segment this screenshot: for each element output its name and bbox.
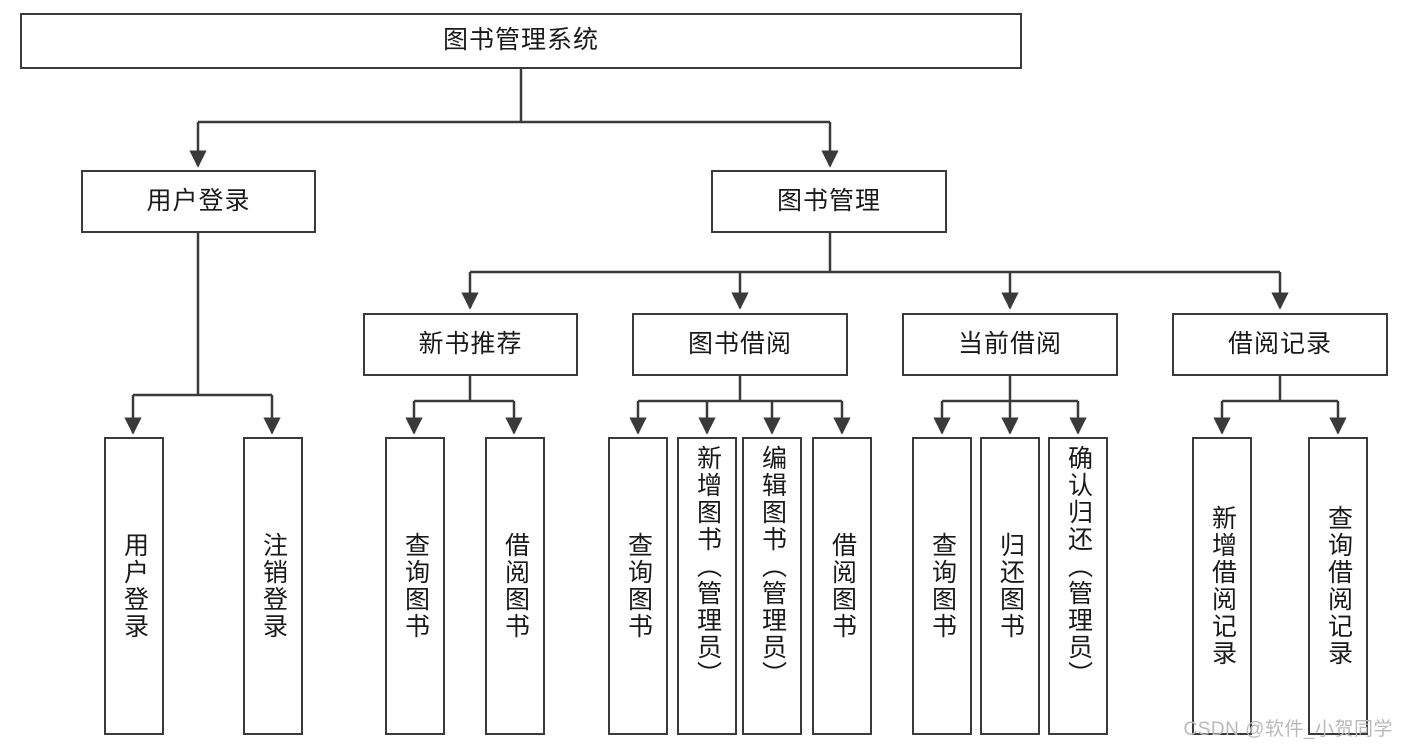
- node-label: 当前借阅: [957, 329, 1062, 358]
- node-leaf-add-borrow-record[interactable]: 新增借阅记录: [1192, 437, 1252, 735]
- node-label: 查询图书: [624, 532, 653, 640]
- node-leaf-borrow-book-bb[interactable]: 借阅图书: [812, 437, 872, 735]
- node-borrow-record[interactable]: 借阅记录: [1172, 313, 1388, 376]
- node-label: 新增图书（管理员）: [693, 445, 722, 688]
- node-leaf-add-book-admin[interactable]: 新增图书（管理员）: [677, 437, 737, 735]
- node-label: 归还图书: [996, 532, 1025, 640]
- node-book-management[interactable]: 图书管理: [711, 170, 947, 233]
- node-user-login[interactable]: 用户登录: [81, 170, 316, 233]
- node-label: 图书借阅: [687, 329, 792, 358]
- node-label: 用户登录: [146, 186, 251, 215]
- node-label: 注销登录: [259, 532, 288, 640]
- node-leaf-query-borrow-record[interactable]: 查询借阅记录: [1308, 437, 1368, 735]
- node-leaf-query-book-nb[interactable]: 查询图书: [385, 437, 445, 735]
- node-leaf-return-book[interactable]: 归还图书: [980, 437, 1040, 735]
- node-leaf-borrow-book-nb[interactable]: 借阅图书: [485, 437, 545, 735]
- node-label: 查询图书: [401, 532, 430, 640]
- node-leaf-user-login[interactable]: 用户登录: [104, 437, 164, 735]
- node-label: 确认归还（管理员）: [1064, 445, 1093, 688]
- node-label: 用户登录: [120, 532, 149, 640]
- node-leaf-edit-book-admin[interactable]: 编辑图书（管理员）: [742, 437, 802, 735]
- node-label: 查询借阅记录: [1324, 505, 1353, 667]
- node-label: 图书管理: [776, 186, 881, 215]
- node-new-book-recommend[interactable]: 新书推荐: [363, 313, 578, 376]
- node-label: 借阅记录: [1227, 329, 1332, 358]
- node-label: 查询图书: [928, 532, 957, 640]
- node-leaf-logout[interactable]: 注销登录: [243, 437, 303, 735]
- node-label: 图书管理系统: [442, 26, 599, 55]
- node-leaf-query-book-cb[interactable]: 查询图书: [912, 437, 972, 735]
- node-root-book-management-system[interactable]: 图书管理系统: [20, 13, 1022, 69]
- node-label: 借阅图书: [828, 532, 857, 640]
- watermark-text: CSDN @软件_小贺同学: [1183, 719, 1393, 740]
- node-leaf-confirm-return-admin[interactable]: 确认归还（管理员）: [1048, 437, 1108, 735]
- node-label: 新书推荐: [418, 329, 523, 358]
- node-current-borrow[interactable]: 当前借阅: [902, 313, 1118, 376]
- node-label: 编辑图书（管理员）: [758, 445, 787, 688]
- node-book-borrow[interactable]: 图书借阅: [632, 313, 848, 376]
- node-label: 借阅图书: [501, 532, 530, 640]
- node-label: 新增借阅记录: [1208, 505, 1237, 667]
- node-leaf-query-book-bb[interactable]: 查询图书: [608, 437, 668, 735]
